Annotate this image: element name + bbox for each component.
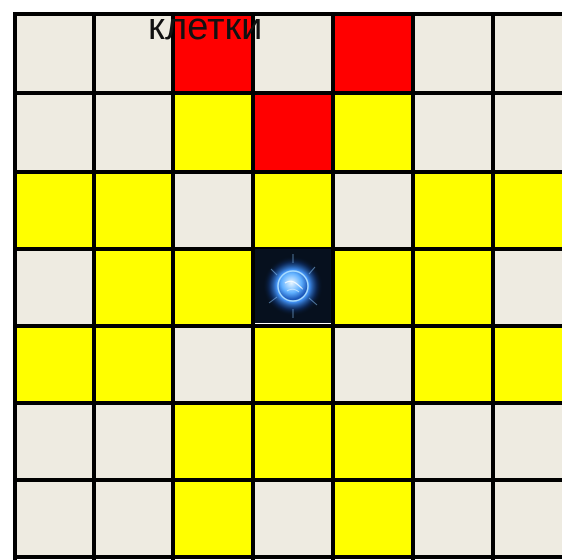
grid-line-horizontal (13, 12, 562, 16)
grid-line-horizontal (13, 555, 562, 559)
board-cell-move[interactable] (413, 249, 493, 326)
board-cell-move[interactable] (253, 326, 333, 403)
board-cell-empty[interactable] (493, 403, 562, 480)
orb-graphic (255, 249, 331, 323)
board-cell-empty[interactable] (94, 93, 173, 172)
board-cell-empty[interactable] (493, 480, 562, 557)
energy-orb-icon[interactable] (255, 249, 331, 323)
board-cell-empty[interactable] (493, 93, 562, 172)
grid-line-horizontal (13, 324, 562, 328)
board-cell-empty[interactable] (94, 480, 173, 557)
board-cell-empty[interactable] (253, 480, 333, 557)
board-cell-empty[interactable] (413, 14, 493, 93)
board-cell-move[interactable] (493, 172, 562, 249)
grid-line-horizontal (13, 170, 562, 174)
board-cell-move[interactable] (173, 403, 253, 480)
board-cell-move[interactable] (15, 326, 94, 403)
grid-line-horizontal (13, 401, 562, 405)
board-cell-empty[interactable] (333, 172, 413, 249)
board-cell-move[interactable] (15, 172, 94, 249)
grid-line-horizontal (13, 478, 562, 482)
board-cell-move[interactable] (413, 326, 493, 403)
board-cell-empty[interactable] (413, 403, 493, 480)
grid-line-horizontal (13, 91, 562, 95)
board-cell-empty[interactable] (173, 172, 253, 249)
board-caption: клетки (148, 4, 262, 50)
board-cell-blocked[interactable] (253, 93, 333, 172)
board-cell-move[interactable] (333, 249, 413, 326)
board-cell-move[interactable] (173, 93, 253, 172)
board-cell-empty[interactable] (413, 480, 493, 557)
board-cell-move[interactable] (493, 326, 562, 403)
board-cell-empty[interactable] (333, 326, 413, 403)
board-cell-empty[interactable] (15, 403, 94, 480)
board-cell-empty[interactable] (493, 249, 562, 326)
board-cell-empty[interactable] (15, 480, 94, 557)
board-cell-empty[interactable] (15, 93, 94, 172)
board-cell-move[interactable] (333, 480, 413, 557)
board-cell-move[interactable] (94, 172, 173, 249)
board-cell-move[interactable] (253, 172, 333, 249)
board-cell-empty[interactable] (94, 403, 173, 480)
board-cell-empty[interactable] (15, 14, 94, 93)
board-cell-move[interactable] (333, 403, 413, 480)
board-cell-empty[interactable] (15, 249, 94, 326)
board-cell-move[interactable] (94, 249, 173, 326)
board-cell-empty[interactable] (413, 93, 493, 172)
board-cell-empty[interactable] (253, 14, 333, 93)
board-cell-move[interactable] (413, 172, 493, 249)
board-cell-move[interactable] (173, 480, 253, 557)
board-cell-blocked[interactable] (333, 14, 413, 93)
board-cell-empty[interactable] (173, 326, 253, 403)
board-cell-move[interactable] (173, 249, 253, 326)
board-cell-move[interactable] (333, 93, 413, 172)
board-cell-move[interactable] (94, 326, 173, 403)
board-cell-empty[interactable] (493, 14, 562, 93)
board-cell-move[interactable] (253, 403, 333, 480)
